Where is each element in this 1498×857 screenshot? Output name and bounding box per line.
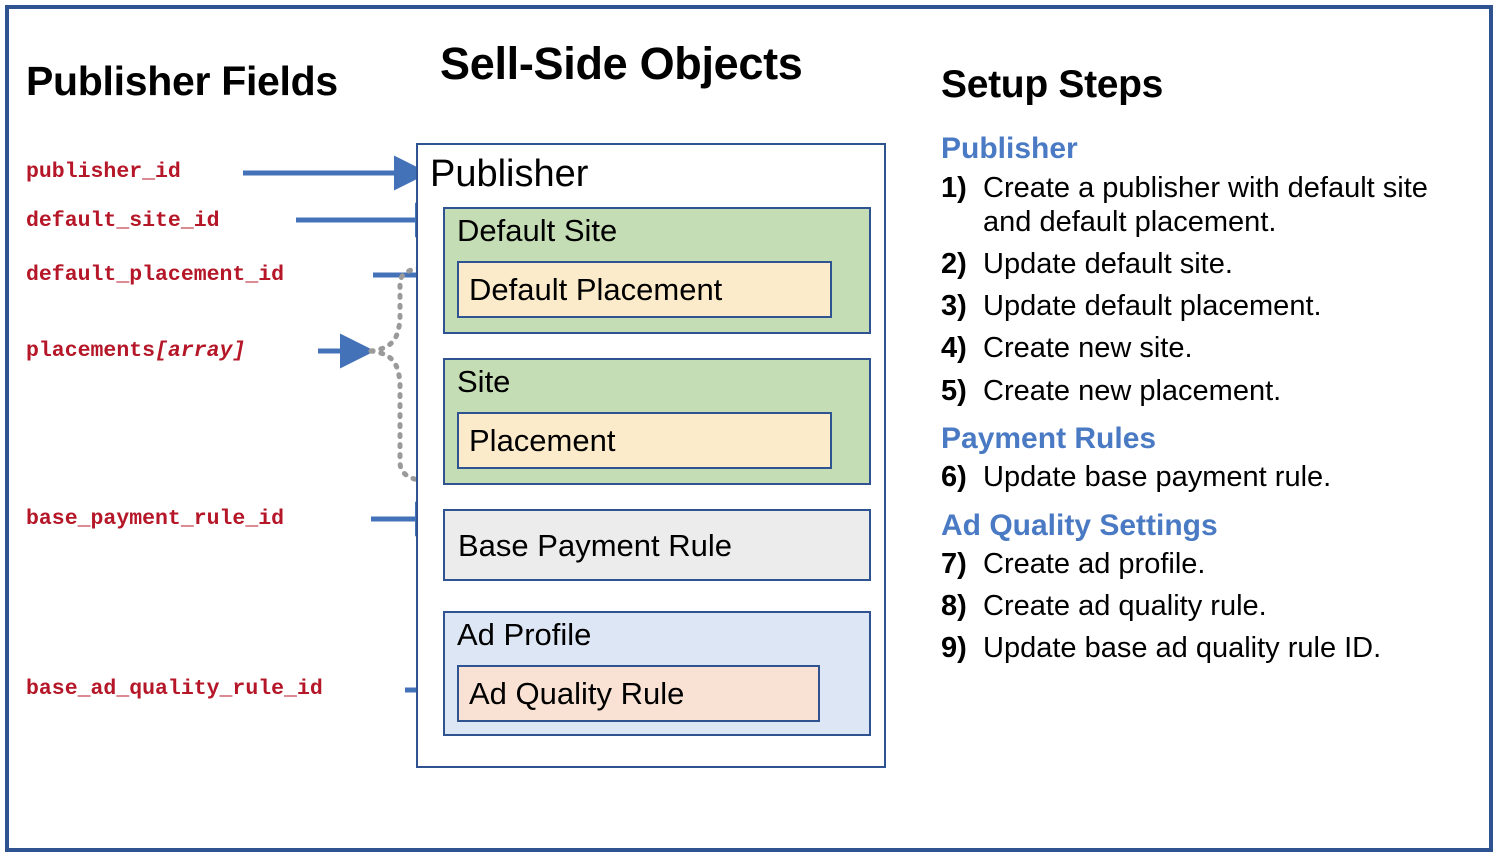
placement-label: Placement: [469, 423, 616, 458]
default-site-box[interactable]: Default Site Default Placement: [443, 207, 871, 334]
setup-step-text: Update default placement.: [983, 290, 1322, 323]
setup-step-text: Update default site.: [983, 247, 1233, 280]
setup-step-item: 5) Create new placement.: [941, 374, 1471, 408]
setup-step-text: Update base payment rule.: [983, 461, 1332, 494]
setup-step-item: 6) Update base payment rule.: [941, 460, 1471, 494]
ad-profile-box[interactable]: Ad Profile Ad Quality Rule: [443, 611, 871, 736]
base-payment-rule-label: Base Payment Rule: [458, 528, 732, 563]
ad-profile-label: Ad Profile: [457, 617, 592, 652]
setup-step-item: 3) Update default placement.: [941, 289, 1471, 323]
step-group-heading: Payment Rules: [941, 421, 1157, 455]
field-label-base-payment-rule-id: base_payment_rule_id: [26, 507, 284, 531]
field-name-text: default_placement_id: [26, 263, 285, 287]
field-array-suffix: [array]: [155, 339, 246, 363]
setup-step-number: 3): [941, 290, 967, 323]
setup-step-text: Update base ad quality rule ID.: [983, 632, 1382, 665]
ad-quality-rule-box[interactable]: Ad Quality Rule: [457, 665, 820, 722]
step-group-heading: Publisher: [941, 132, 1078, 165]
setup-step-number: 1): [941, 171, 967, 204]
page-title-sell-side-objects: Sell-Side Objects: [440, 38, 803, 89]
setup-step-text: Create ad profile.: [983, 548, 1206, 581]
default-placement-box[interactable]: Default Placement: [457, 261, 832, 318]
field-name-text: placements: [26, 339, 156, 363]
base-payment-rule-box[interactable]: Base Payment Rule: [443, 509, 871, 581]
setup-step-number: 2): [941, 247, 967, 280]
setup-step-number: 6): [941, 461, 967, 494]
placement-box[interactable]: Placement: [457, 412, 832, 469]
setup-step-number: 7): [941, 548, 967, 581]
setup-step-item: 1) Create a publisher with default site a…: [941, 171, 1471, 239]
step-group-heading: Ad Quality Settings: [941, 508, 1218, 542]
outer-frame-border: [5, 5, 1493, 852]
setup-step-text: Create ad quality rule.: [983, 590, 1267, 623]
setup-step-number: 9): [941, 632, 967, 665]
field-label-default-site-id: default_site_id: [26, 209, 220, 233]
setup-step-number: 4): [941, 332, 967, 365]
setup-step-number: 5): [941, 374, 967, 407]
field-label-publisher-id: publisher_id: [26, 160, 181, 184]
setup-step-item: 9) Update base ad quality rule ID.: [941, 631, 1471, 665]
field-label-base-ad-quality-rule-id: base_ad_quality_rule_id: [26, 677, 323, 701]
field-name-text: base_payment_rule_id: [26, 507, 285, 531]
default-placement-label: Default Placement: [469, 272, 723, 307]
field-label-placements-array: placements[array]: [26, 339, 245, 363]
setup-step-text: Create new site.: [983, 332, 1193, 365]
setup-step-item: 8) Create ad quality rule.: [941, 589, 1471, 623]
setup-step-number: 8): [941, 590, 967, 623]
publisher-object-title: Publisher: [430, 153, 589, 195]
setup-step-item: 4) Create new site.: [941, 331, 1471, 365]
field-name-text: publisher_id: [26, 160, 181, 184]
default-site-label: Default Site: [457, 213, 618, 248]
site-label: Site: [457, 364, 511, 399]
field-name-text: default_site_id: [26, 209, 220, 233]
setup-step-text: Create a publisher with default site and…: [983, 171, 1428, 238]
ad-quality-rule-label: Ad Quality Rule: [469, 676, 685, 711]
page-title-setup-steps: Setup Steps: [941, 63, 1164, 106]
setup-steps-list: Publisher 1) Create a publisher with defau…: [941, 132, 1471, 674]
publisher-container: Publisher Default Site Default Placement…: [416, 143, 886, 768]
site-box[interactable]: Site Placement: [443, 358, 871, 485]
setup-step-text: Create new placement.: [983, 374, 1282, 407]
field-name-text: base_ad_quality_rule_id: [26, 677, 323, 701]
setup-step-item: 2) Update default site.: [941, 247, 1471, 281]
page-title-publisher-fields: Publisher Fields: [26, 58, 338, 104]
setup-step-item: 7) Create ad profile.: [941, 547, 1471, 581]
field-label-default-placement-id: default_placement_id: [26, 263, 284, 287]
